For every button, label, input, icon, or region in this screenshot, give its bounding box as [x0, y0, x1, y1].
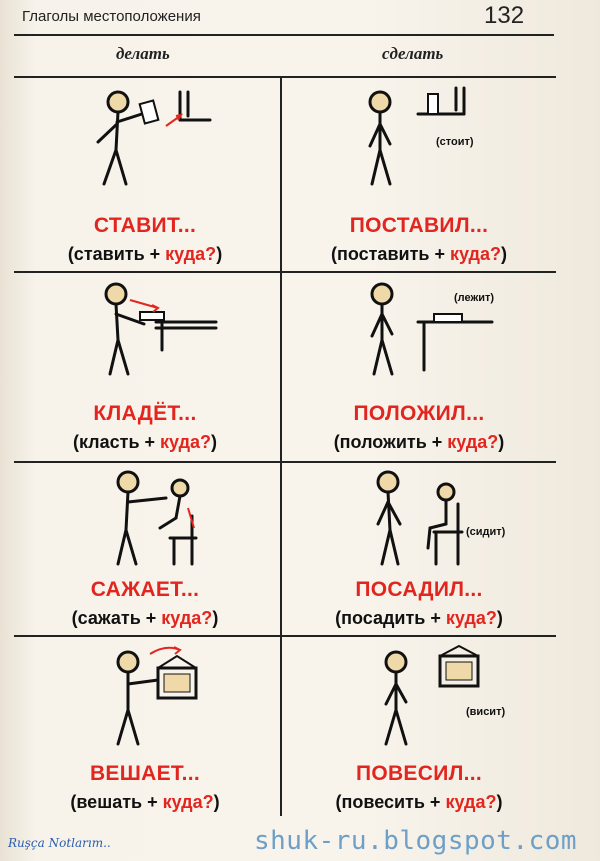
formula-close: ) [501, 244, 507, 264]
verb-formula: (повесить + куда?) [284, 792, 554, 813]
watermark-url: shuk-ru.blogspot.com [254, 826, 578, 856]
person-laying-book-icon [104, 282, 218, 376]
table-rule [14, 271, 556, 273]
verb-imperfective: СТАВИТ... [93, 214, 197, 237]
table-rule [14, 76, 556, 78]
column-divider [280, 76, 282, 816]
question-word: куда? [162, 792, 214, 812]
question-word: куда? [165, 244, 217, 264]
book-lying-on-table-icon [370, 282, 494, 376]
question-word: куда? [160, 432, 212, 452]
book-standing-on-shelf-icon [368, 86, 466, 186]
verb-imperfective: ВЕШАЕТ... [89, 762, 201, 785]
person-placing-book-upright-icon [96, 90, 212, 186]
column-heading-imperfective: делать [116, 44, 170, 63]
question-word: куда? [445, 608, 497, 628]
person-seating-child-icon [116, 470, 198, 566]
infinitive-text: (посадить + [335, 608, 446, 628]
chapter-title: Глаголы местоположения [22, 8, 201, 25]
infinitive-text: (вешать + [70, 792, 163, 812]
infinitive-text: (повесить + [335, 792, 446, 812]
verb-formula: (положить + куда?) [284, 432, 554, 453]
verb-formula: (ставить + куда?) [10, 244, 280, 265]
column-heading-perfective: сделать [382, 44, 444, 63]
verb-perfective: ПОСТАВИЛ... [349, 214, 489, 237]
infinitive-text: (ставить + [67, 244, 166, 264]
question-word: куда? [449, 244, 501, 264]
picture-hanging-on-wall-icon [384, 644, 480, 746]
infinitive-text: (класть + [72, 432, 161, 452]
verb-perfective: ПОЛОЖИЛ... [353, 402, 485, 425]
formula-close: ) [216, 244, 223, 264]
infinitive-text: (положить + [333, 432, 448, 452]
infinitive-text: (сажать + [71, 608, 162, 628]
formula-close: ) [212, 608, 219, 628]
formula-close: ) [496, 608, 503, 628]
verb-perfective: ПОВЕСИЛ... [355, 762, 483, 785]
watermark-logo: Ruşça Notlarım.. [8, 836, 111, 850]
state-label: (лежит) [454, 292, 495, 304]
question-word: куда? [447, 432, 499, 452]
question-word: куда? [445, 792, 497, 812]
formula-close: ) [211, 432, 218, 452]
verb-imperfective: САЖАЕТ... [90, 578, 200, 601]
table-rule [14, 461, 556, 463]
verb-formula: (вешать + куда?) [10, 792, 280, 813]
header-rule [14, 34, 554, 36]
formula-close: ) [498, 432, 505, 452]
state-label: (сидит) [466, 526, 506, 538]
page-number: 132 [484, 2, 525, 29]
infinitive-text: (поставить + [330, 244, 450, 264]
verb-formula: (класть + куда?) [10, 432, 280, 453]
formula-close: ) [496, 792, 503, 812]
verb-formula: (посадить + куда?) [284, 608, 554, 629]
table-rule [14, 635, 556, 637]
formula-close: ) [213, 792, 220, 812]
verb-imperfective: КЛАДЁТ... [93, 402, 197, 425]
child-sitting-on-chair-icon [376, 470, 464, 566]
verb-formula: (сажать + куда?) [10, 608, 280, 629]
person-hanging-picture-icon [116, 646, 198, 746]
verb-formula: (поставить + куда?) [284, 244, 554, 265]
state-label: (висит) [466, 706, 506, 718]
verb-perfective: ПОСАДИЛ... [355, 578, 483, 601]
question-word: куда? [161, 608, 213, 628]
state-label: (стоит) [436, 136, 474, 148]
